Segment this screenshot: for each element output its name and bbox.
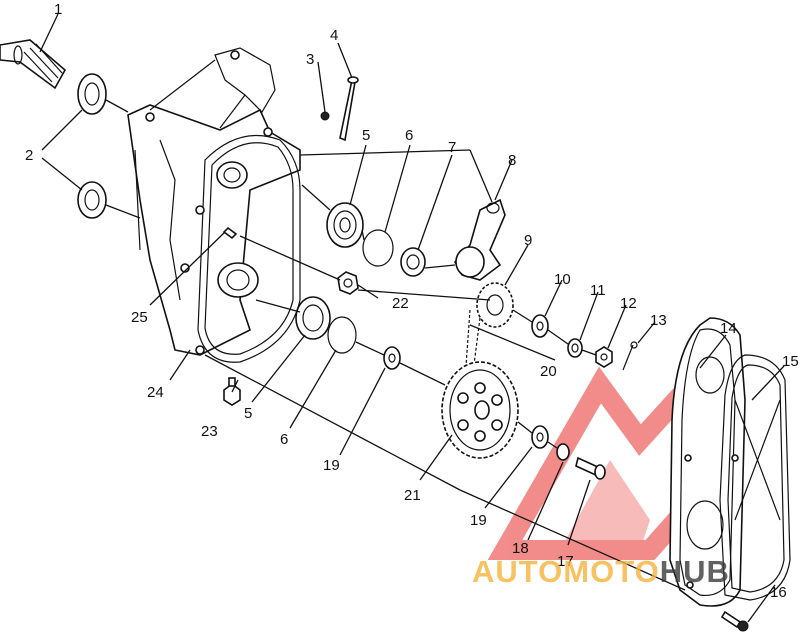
washer-19-upper xyxy=(383,346,401,370)
nut-22 xyxy=(337,271,359,295)
cover-bolt xyxy=(720,610,749,632)
callout-10: 10 xyxy=(554,271,571,288)
drive-sprocket xyxy=(476,282,514,328)
watermark-part1: AUTOMOTO xyxy=(472,554,660,589)
tensioner-arm xyxy=(454,198,506,281)
callout-18: 18 xyxy=(512,540,529,557)
callout-14: 14 xyxy=(720,320,737,337)
callout-20: 20 xyxy=(540,363,557,380)
svg-text:AUTOMOTOHUB: AUTOMOTOHUB xyxy=(472,554,730,589)
chaincase-housing xyxy=(127,47,301,363)
callout-3: 3 xyxy=(306,51,314,68)
callout-2: 2 xyxy=(25,147,33,164)
bushing-upper xyxy=(400,247,426,277)
bearing-lower xyxy=(295,296,331,340)
washer-10 xyxy=(531,314,549,338)
callout-16: 16 xyxy=(770,584,787,601)
adjuster-bolt xyxy=(339,76,359,142)
callout-13: 13 xyxy=(650,312,667,329)
callout-1: 1 xyxy=(54,1,62,18)
driven-sprocket xyxy=(441,361,519,459)
callout-19-upper: 19 xyxy=(323,457,340,474)
o-ring-lower xyxy=(327,316,357,354)
callout-5-lower: 5 xyxy=(244,405,252,422)
callout-7: 7 xyxy=(448,139,456,156)
watermark-text: AUTOMOTOHUB xyxy=(472,554,730,589)
callout-12: 12 xyxy=(620,295,637,312)
oil-seal-upper xyxy=(77,73,107,115)
callout-9: 9 xyxy=(524,232,532,249)
callout-25: 25 xyxy=(131,309,148,326)
callout-6-upper: 6 xyxy=(405,127,413,144)
callout-24: 24 xyxy=(147,384,164,401)
washer-11 xyxy=(567,338,583,358)
callout-17: 17 xyxy=(557,553,574,570)
callout-6-lower: 6 xyxy=(280,431,288,448)
callout-22: 22 xyxy=(392,295,409,312)
bearing-upper xyxy=(326,202,364,248)
oil-seal-lower xyxy=(77,181,107,219)
watermark-part2: HUB xyxy=(660,554,730,589)
callout-4: 4 xyxy=(330,27,338,44)
o-ring-upper xyxy=(362,229,394,267)
washer-18 xyxy=(556,443,570,461)
cover-gasket xyxy=(719,354,791,601)
bolt-17 xyxy=(575,456,606,480)
callout-19-lower: 19 xyxy=(470,512,487,529)
washer-19-lower xyxy=(531,425,549,449)
input-shaft xyxy=(0,39,67,90)
callout-5-upper: 5 xyxy=(362,127,370,144)
bolt-small xyxy=(320,111,330,121)
callout-8: 8 xyxy=(508,152,516,169)
cotter-pin-13 xyxy=(622,341,638,371)
drain-plug xyxy=(223,377,241,406)
callout-labels: 1 2 3 4 5 6 7 8 9 10 11 12 13 14 15 16 1… xyxy=(25,1,799,601)
leader-lines xyxy=(39,13,785,623)
callout-15: 15 xyxy=(782,353,799,370)
callout-11: 11 xyxy=(590,282,606,299)
callout-23: 23 xyxy=(201,423,218,440)
set-screw xyxy=(222,226,238,240)
callout-21: 21 xyxy=(404,487,421,504)
nut-12 xyxy=(595,346,613,368)
